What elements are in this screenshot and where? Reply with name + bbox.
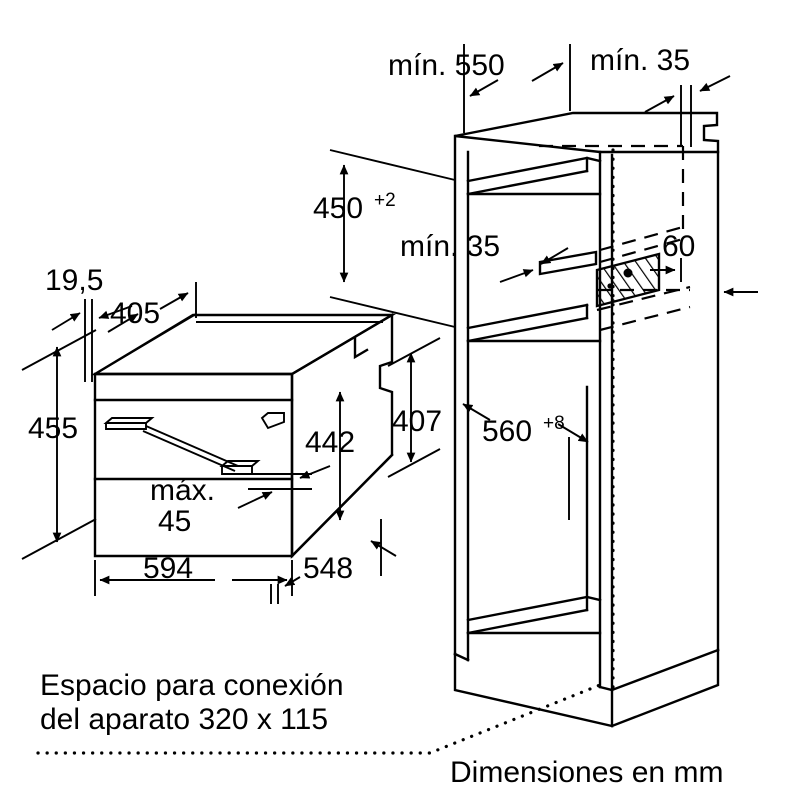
appliance-handle-upper — [103, 417, 155, 424]
cabinet-shelf-mid — [466, 303, 589, 330]
label-560: 560 — [482, 415, 532, 448]
cabinet-hidden-shelf-mid-diag — [599, 225, 684, 252]
appliance-handle-upper-stem — [145, 425, 239, 467]
cabinet-shelf-top-edge — [466, 169, 589, 196]
notes: Espacio para conexión del aparato 320 x … — [40, 669, 723, 789]
label-405: 405 — [110, 297, 160, 330]
cabinet-floor-edge — [466, 608, 589, 635]
cabinet-top-face — [454, 111, 720, 154]
dim-max-45 — [237, 465, 331, 509]
label-450-tolerance: +2 — [374, 190, 396, 211]
dim-560 — [462, 403, 589, 520]
dim-60 — [650, 258, 758, 297]
dimension-labels: 19,5 405 455 407 442 máx. 45 594 548 mín… — [28, 44, 695, 585]
dim-548 — [270, 519, 397, 604]
cabinet-floor — [466, 595, 602, 622]
cabinet-front-right-bottom — [598, 685, 614, 692]
label-min-35-top: mín. 35 — [590, 44, 690, 77]
dim-min-550 — [463, 44, 571, 133]
label-594: 594 — [143, 552, 193, 585]
appliance-handle-lower-bar — [221, 466, 253, 475]
connection-note-line1: Espacio para conexión — [40, 669, 344, 702]
label-19-5: 19,5 — [45, 264, 103, 297]
label-407: 407 — [392, 405, 442, 438]
appliance-bottom-right-edge — [290, 453, 394, 558]
dim-min-35-top — [644, 75, 731, 147]
cabinet-shelf-mid-edge — [466, 316, 589, 343]
dim-407 — [387, 337, 441, 478]
dim-min-35-mid — [499, 247, 569, 283]
cabinet-plinth-right — [610, 648, 720, 728]
label-min-35-mid: mín. 35 — [400, 230, 500, 263]
label-450: 450 — [313, 192, 363, 225]
label-45: 45 — [158, 505, 191, 538]
label-560-tolerance: +8 — [543, 413, 565, 434]
label-548: 548 — [303, 552, 353, 585]
cabinet-plinth-top-right — [610, 648, 720, 692]
appliance-right-notch — [353, 336, 369, 360]
cabinet-rear-ledge — [538, 250, 598, 276]
connection-note-leader — [36, 683, 602, 755]
appliance-top-front-trim — [99, 313, 197, 372]
appliance-handle-lower — [219, 460, 261, 467]
dim-594 — [94, 560, 293, 596]
dim-455 — [21, 329, 97, 560]
label-min-550: mín. 550 — [388, 49, 505, 82]
dim-450 — [329, 149, 456, 328]
label-455: 455 — [28, 412, 78, 445]
cabinet-plinth — [453, 652, 614, 728]
appliance-side-vent — [260, 412, 285, 430]
label-442: 442 — [305, 426, 355, 459]
dim-19-5 — [51, 299, 133, 382]
appliance-drawing — [21, 282, 441, 604]
dim-405 — [107, 282, 197, 333]
cabinet-drawing — [36, 44, 758, 755]
cabinet-hidden-lower-left — [599, 305, 691, 332]
ventilation-opening — [595, 252, 661, 308]
cabinet-hidden-shelf-bottom-diag — [596, 285, 691, 312]
units-note: Dimensiones en mm — [450, 756, 723, 789]
cabinet-front-left-bottom — [453, 652, 470, 662]
connection-note-line2: del aparato 320 x 115 — [40, 703, 328, 736]
cabinet-shelf-top — [466, 156, 602, 183]
cabinet-hidden-shelf-mid-2 — [599, 237, 684, 264]
appliance-handle-upper-stem2 — [142, 430, 236, 472]
label-60: 60 — [662, 230, 695, 263]
appliance-front-face — [93, 372, 294, 558]
label-max: máx. — [150, 474, 215, 507]
